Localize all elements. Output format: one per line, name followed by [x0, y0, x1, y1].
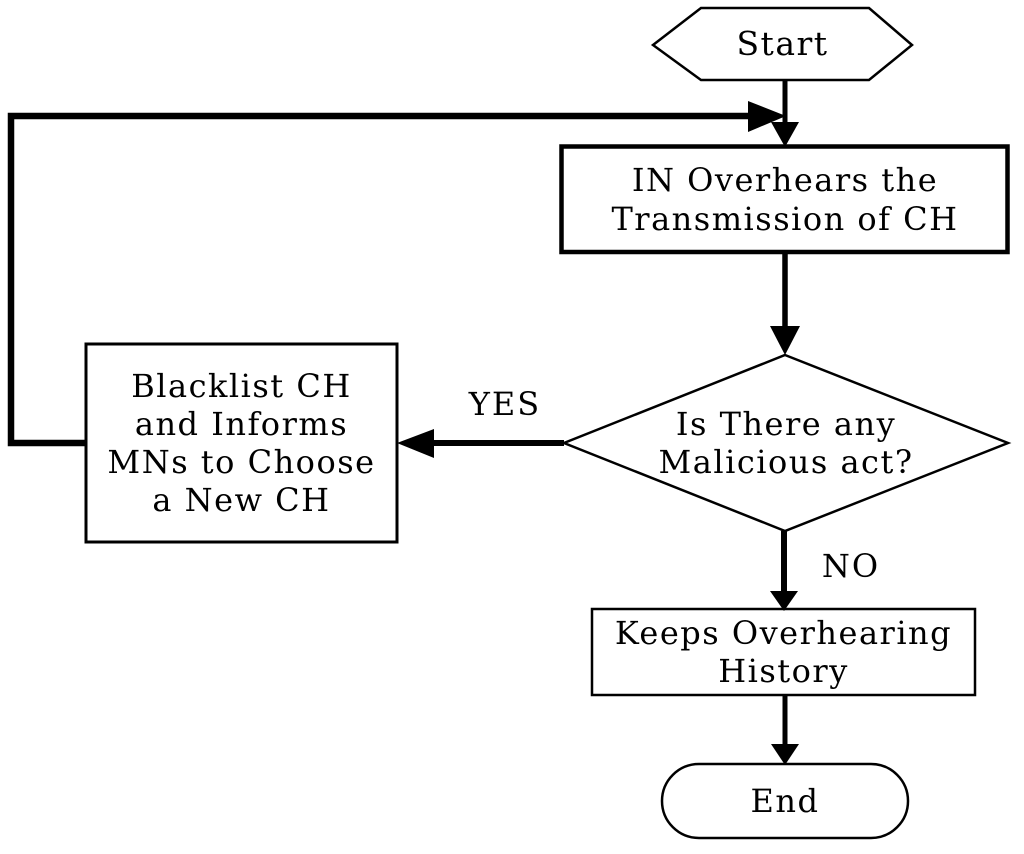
feedback-loop-arrowhead-icon	[748, 101, 786, 132]
start-hexagon-shape	[650, 6, 914, 82]
overhear-process-box-shape	[559, 144, 1010, 255]
blacklist-feedback-loop-connector	[7, 112, 750, 447]
yes-branch-arrowhead-icon	[397, 429, 434, 458]
overhear-to-decision-arrowhead-icon	[770, 326, 800, 355]
no-branch-arrowhead-icon	[770, 591, 798, 611]
end-terminator-shape	[660, 762, 910, 840]
decision-diamond-shape	[560, 353, 1012, 533]
start-to-overhear-arrowhead-icon	[771, 122, 799, 147]
keep-history-process-box-shape	[590, 607, 977, 697]
blacklist-process-box-shape	[84, 342, 399, 544]
keep-history-to-end-arrowhead-icon	[771, 744, 799, 765]
